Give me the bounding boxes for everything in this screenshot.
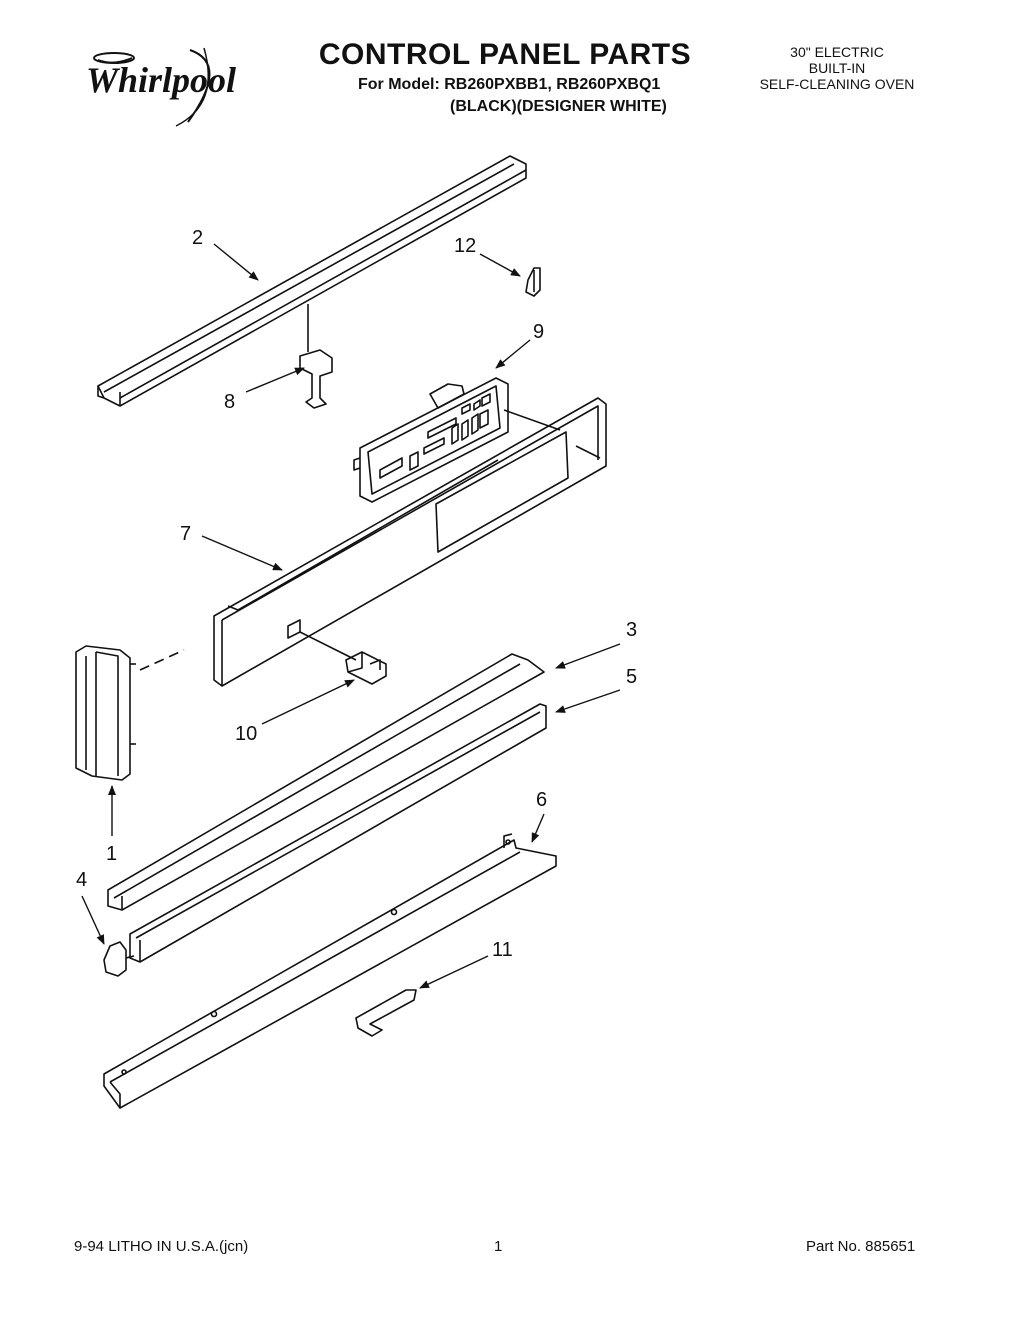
callout-8: 8 — [224, 391, 235, 413]
color-line: (BLACK)(DESIGNER WHITE) — [450, 98, 667, 115]
leader-4 — [81, 895, 105, 945]
part-4-end-clip — [103, 941, 135, 977]
whirlpool-logo-mark: Whirlpool — [86, 47, 236, 127]
leader-8 — [245, 367, 305, 393]
part-3-trim-strip — [107, 653, 545, 911]
part-10-switch — [299, 631, 387, 685]
whirlpool-logo: Whirlpool — [80, 44, 240, 128]
page-title: CONTROL PANEL PARTS — [318, 38, 692, 71]
callout-6: 6 — [536, 789, 547, 811]
part-9-control-module — [353, 377, 509, 503]
callout-1: 1 — [106, 843, 117, 865]
part-8-bracket — [299, 304, 333, 409]
callout-2: 2 — [192, 227, 203, 249]
callout-10: 10 — [235, 723, 257, 745]
page-number: 1 — [494, 1238, 503, 1255]
leader-2 — [213, 243, 259, 281]
part-7-control-panel — [213, 397, 607, 687]
part-number: Part No. 885651 — [806, 1238, 916, 1255]
callout-7: 7 — [180, 523, 191, 545]
leader-3 — [555, 643, 621, 669]
leader-5 — [555, 689, 621, 713]
part-5-trim-strip — [129, 703, 547, 963]
product-desc-line-2: BUILT-IN — [808, 60, 866, 76]
product-desc-line-1: 30" ELECTRIC — [790, 44, 884, 60]
leader-6 — [531, 813, 545, 843]
litho-note: 9-94 LITHO IN U.S.A.(jcn) — [74, 1238, 249, 1255]
part-12-clip — [525, 267, 541, 297]
part-6-bottom-channel — [103, 833, 557, 1109]
part-11-clip — [355, 989, 417, 1037]
callout-11: 11 — [492, 939, 513, 961]
product-description: 30" ELECTRIC BUILT-IN SELF-CLEANING OVEN — [742, 44, 932, 92]
leader-10 — [261, 679, 355, 725]
model-line: For Model: RB260PXBB1, RB260PXBQ1 — [358, 76, 661, 93]
leader-9 — [495, 339, 531, 369]
logo-wordmark: Whirlpool — [86, 60, 236, 100]
callout-4: 4 — [76, 869, 87, 891]
callout-12: 12 — [454, 235, 476, 257]
part-2-top-trim-rail — [97, 155, 527, 407]
callout-5: 5 — [626, 666, 637, 688]
callout-9: 9 — [533, 321, 544, 343]
callout-3: 3 — [626, 619, 637, 641]
part-1-end-cap — [75, 645, 185, 781]
leader-11 — [419, 955, 489, 989]
product-desc-line-3: SELF-CLEANING OVEN — [759, 76, 915, 92]
leader-12 — [479, 253, 521, 277]
leader-7 — [201, 535, 283, 571]
